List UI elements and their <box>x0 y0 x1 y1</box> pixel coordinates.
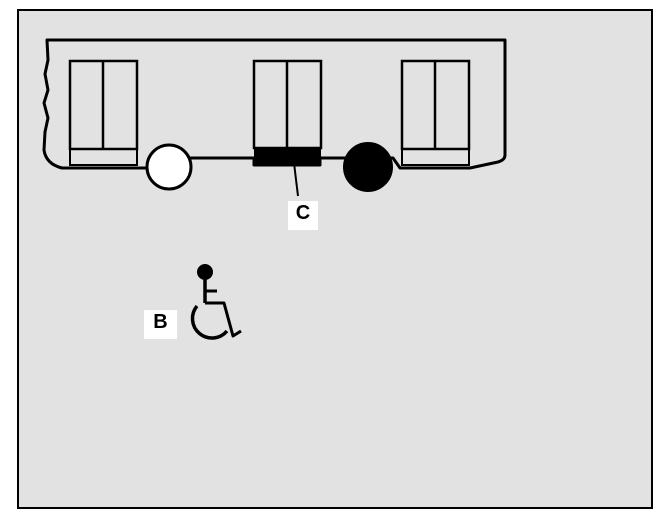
front-wheel <box>145 143 193 191</box>
rear-wheel <box>343 142 393 192</box>
bus-body-outline <box>42 38 507 170</box>
diagram-canvas: C B <box>17 9 653 509</box>
middle-door <box>252 59 323 165</box>
callout-label-c: C <box>288 201 318 230</box>
callout-label-b: B <box>144 310 177 339</box>
diagram-panel <box>17 9 653 509</box>
front-door <box>68 59 139 166</box>
callout-c-leader <box>293 162 299 197</box>
rear-door <box>400 59 471 166</box>
wheelchair-accessibility-icon <box>190 264 242 340</box>
middle-door-ramp <box>254 148 321 165</box>
bus-diagram <box>42 38 507 340</box>
